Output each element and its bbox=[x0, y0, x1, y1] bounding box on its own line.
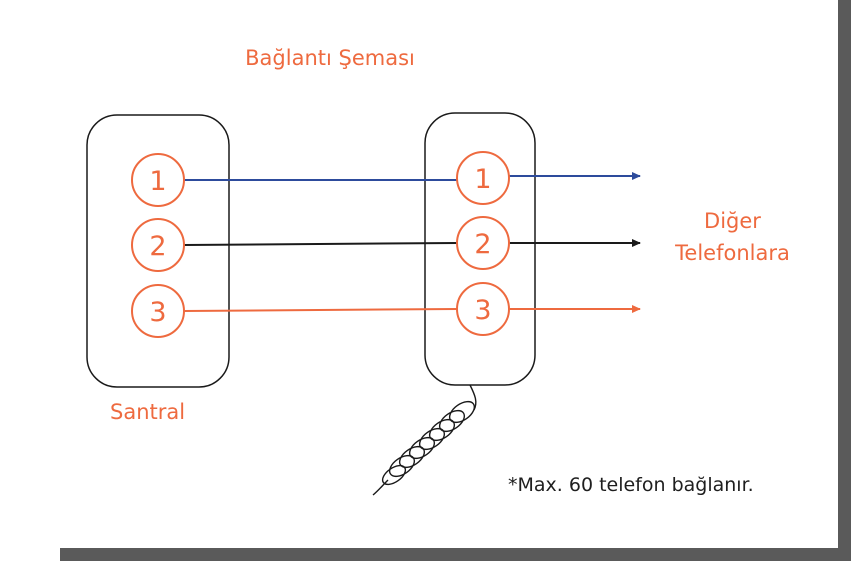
phone-terminal-1 bbox=[456, 151, 510, 205]
phone-terminal-1-number: 1 bbox=[474, 164, 491, 195]
santral-terminal-3 bbox=[131, 284, 185, 338]
santral-terminal-2 bbox=[131, 218, 185, 272]
santral-label: Santral bbox=[110, 400, 186, 424]
phone-box bbox=[424, 112, 536, 386]
phone-terminal-2-number: 2 bbox=[474, 229, 491, 260]
santral-terminal-3-number: 3 bbox=[149, 297, 166, 328]
wire-2 bbox=[183, 242, 459, 246]
santral-terminal-1-number: 1 bbox=[149, 166, 166, 197]
destination-label-line-1: Diğer bbox=[704, 209, 761, 233]
phone-terminal-3 bbox=[456, 282, 510, 336]
diagram-title: Bağlantı Şeması bbox=[245, 46, 415, 70]
santral-box bbox=[86, 114, 230, 388]
footnote: *Max. 60 telefon bağlanır. bbox=[508, 474, 754, 496]
wire-3 bbox=[183, 308, 459, 312]
destination-label: Diğer Telefonlara bbox=[660, 205, 805, 269]
phone-terminal-3-number: 3 bbox=[474, 295, 491, 326]
right-edge-shadow bbox=[838, 0, 851, 561]
santral-terminal-1 bbox=[131, 153, 185, 207]
phone-terminal-2 bbox=[456, 216, 510, 270]
coiled-cord-icon bbox=[372, 384, 477, 496]
bottom-edge-shadow bbox=[60, 548, 851, 561]
destination-label-line-2: Telefonlara bbox=[675, 241, 790, 265]
santral-terminal-2-number: 2 bbox=[149, 231, 166, 262]
